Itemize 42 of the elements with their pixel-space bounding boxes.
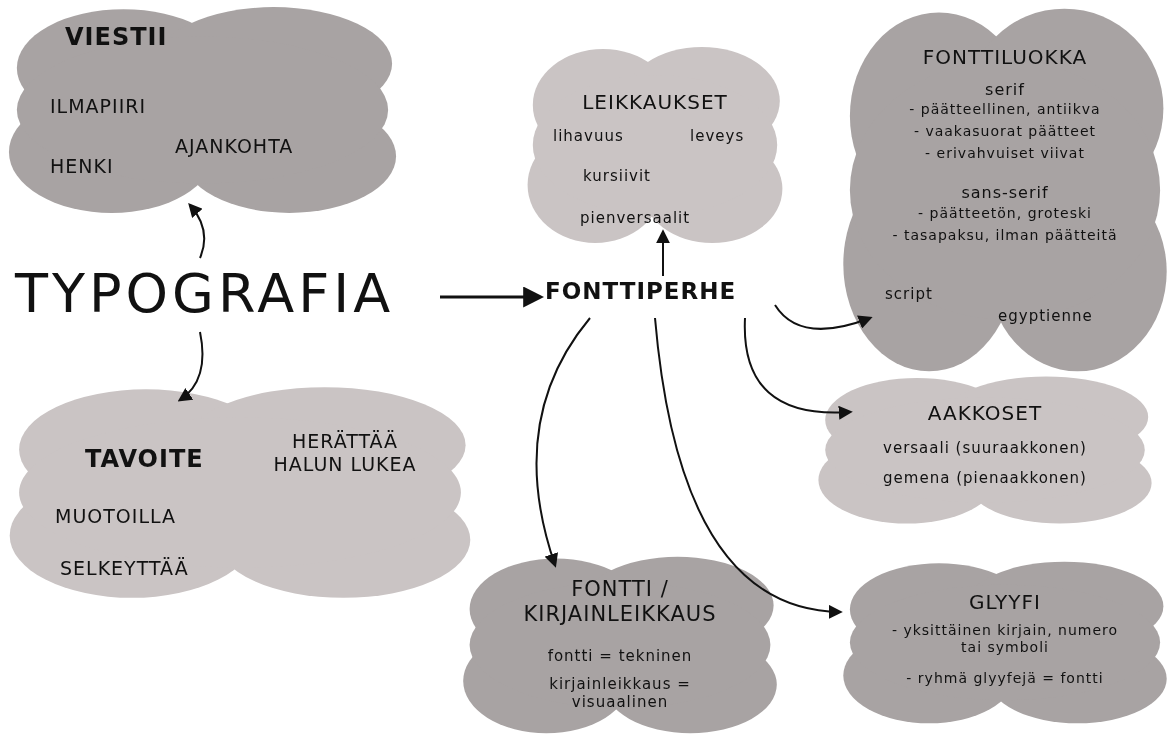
- cloud-item-text: - erivahvuiset viivat: [924, 145, 1086, 162]
- arrow: [774, 304, 873, 330]
- cloud-item-text: versaali (suuraakkonen): [882, 439, 1088, 457]
- cloud-item-text: ILMAPIIRI: [50, 95, 147, 117]
- cloud-item-text: gemena (pienaakkonen): [882, 469, 1088, 487]
- cloud-item-text: - yksittäinen kirjain, numero tai symboli: [890, 622, 1120, 656]
- cloud-heading: FONTTI / KIRJAINLEIKKAUS: [522, 577, 718, 628]
- cloud-item-text: serif: [984, 80, 1026, 100]
- cloud-item-text: fontti = tekninen: [546, 647, 694, 665]
- cloud-heading: TAVOITE: [85, 445, 204, 473]
- concept-label: TYPOGRAFIA: [15, 262, 395, 325]
- cloud-heading: VIESTII: [65, 23, 168, 51]
- arrow: [743, 317, 853, 420]
- cloud-item-text: MUOTOILLA: [55, 505, 177, 527]
- concept-label: FONTTIPERHE: [545, 278, 737, 304]
- cloud-heading: GLYYFI: [968, 590, 1042, 614]
- arrow: [654, 317, 843, 618]
- cloud-heading: FONTTILUOKKA: [921, 45, 1089, 69]
- cloud-item-text: - ryhmä glyyfejä = fontti: [905, 670, 1105, 687]
- cloud-item-text: AJANKOHTA: [175, 135, 294, 157]
- cloud-item-text: pienversaalit: [580, 209, 691, 227]
- cloud-item-text: lihavuus: [553, 127, 624, 145]
- cloud-item-text: egyptienne: [998, 307, 1093, 325]
- cloud-item-text: kursiivit: [583, 167, 651, 185]
- arrow: [177, 331, 204, 402]
- arrow: [440, 286, 545, 308]
- cloud-item-text: sans-serif: [960, 183, 1050, 203]
- cloud-item-text: script: [885, 285, 933, 303]
- cloud-item-text: leveys: [690, 127, 745, 145]
- cloud-heading: LEIKKAUKSET: [581, 90, 729, 114]
- cloud-item-text: HENKI: [50, 155, 114, 177]
- cloud-heading: AAKKOSET: [926, 401, 1044, 425]
- cloud-item-text: - päätteellinen, antiikva: [908, 101, 1102, 118]
- cloud-item-text: HERÄTTÄÄ HALUN LUKEA: [272, 430, 418, 476]
- cloud-item-text: - vaakasuorat päätteet: [912, 123, 1098, 140]
- cloud-item-text: - tasapaksu, ilman päätteitä: [891, 227, 1119, 244]
- cloud-item-text: SELKEYTTÄÄ: [60, 557, 189, 579]
- cloud-item-text: kirjainleikkaus = visuaalinen: [548, 675, 692, 711]
- cloud-item-text: - päätteetön, groteski: [917, 205, 1093, 222]
- arrow: [656, 229, 670, 277]
- arrow: [535, 317, 591, 568]
- arrow: [188, 202, 206, 259]
